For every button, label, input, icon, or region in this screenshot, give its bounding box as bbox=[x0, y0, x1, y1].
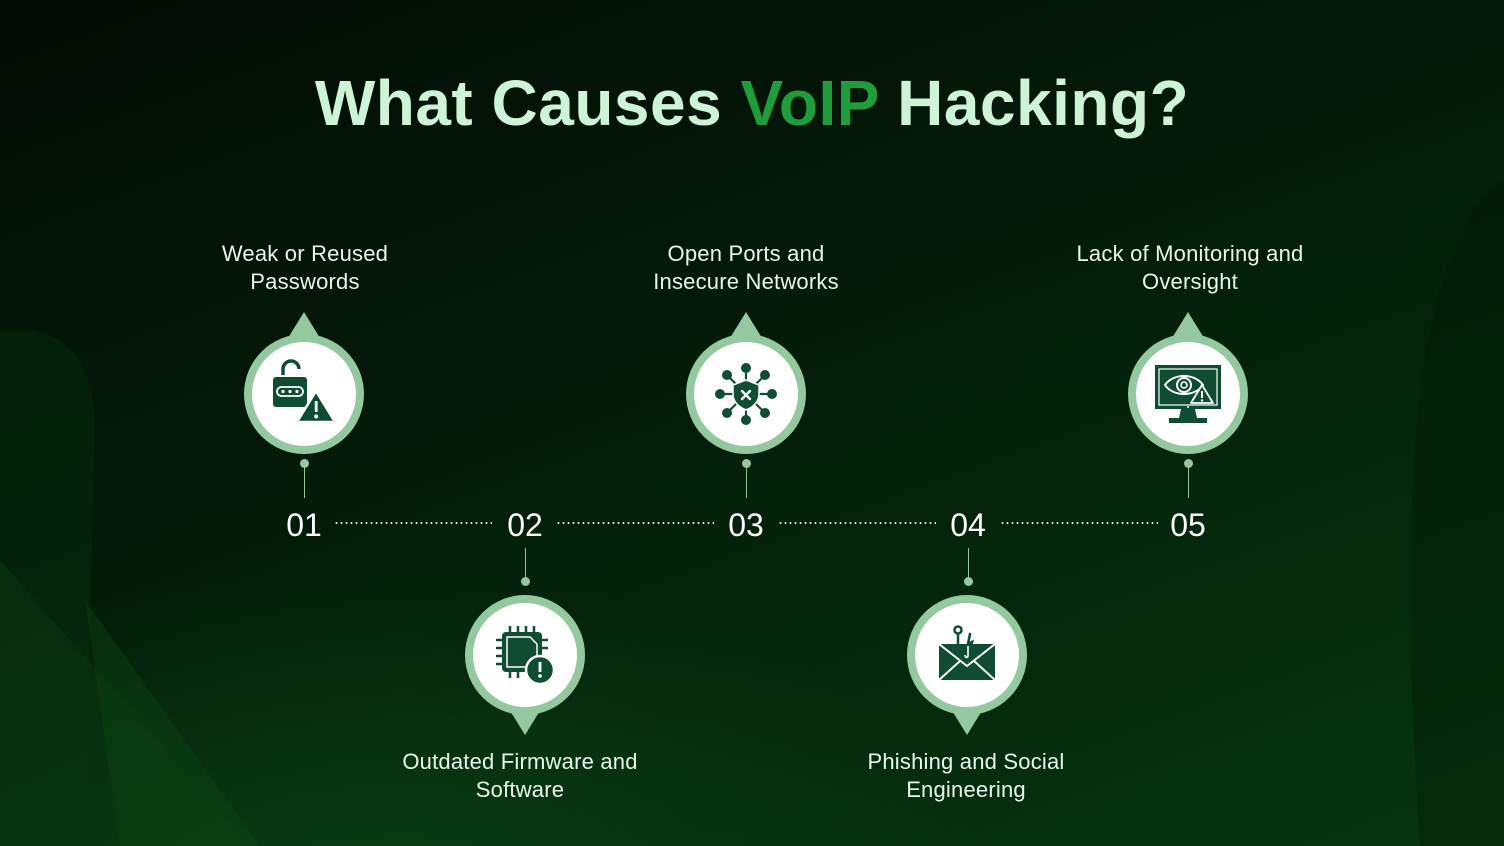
step-label-line: Phishing and Social bbox=[867, 749, 1065, 774]
step-label-line: Insecure Networks bbox=[653, 269, 839, 294]
step-label-2: Outdated Firmware and Software bbox=[370, 748, 670, 804]
pin-icon-circle bbox=[915, 603, 1019, 707]
connector-dot bbox=[741, 459, 751, 468]
connector-dot bbox=[299, 459, 309, 468]
step-number-4: 04 bbox=[950, 507, 986, 543]
network-shield-x-icon bbox=[715, 363, 777, 425]
connector-line bbox=[967, 548, 969, 580]
timeline-dotted-line bbox=[778, 522, 936, 524]
phishing-hook-envelope-icon bbox=[938, 625, 996, 681]
pin-pointer bbox=[509, 709, 541, 735]
pin-icon-circle bbox=[694, 342, 798, 446]
step-number-1: 01 bbox=[286, 507, 322, 543]
unlocked-padlock-password-warning-icon bbox=[273, 359, 337, 424]
pin-icon-circle bbox=[473, 603, 577, 707]
step-label-line: Outdated Firmware and bbox=[402, 749, 638, 774]
timeline-dotted-line bbox=[1000, 522, 1158, 524]
step-label-line: Oversight bbox=[1142, 269, 1238, 294]
connector-dot bbox=[1183, 459, 1193, 468]
title-prefix: What Causes bbox=[314, 67, 741, 139]
step-label-line: Software bbox=[475, 777, 565, 802]
connector-dot bbox=[520, 577, 530, 586]
timeline-dotted-line bbox=[556, 522, 714, 524]
pin-icon-circle bbox=[1136, 342, 1240, 446]
step-number-2: 02 bbox=[507, 507, 543, 543]
connector-line bbox=[1187, 464, 1189, 498]
title-suffix: Hacking? bbox=[878, 67, 1190, 139]
step-label-line: Passwords bbox=[250, 269, 360, 294]
pin-pointer bbox=[730, 312, 762, 338]
title-accent: VoIP bbox=[740, 67, 879, 139]
page-title: What Causes VoIP Hacking? bbox=[0, 66, 1504, 140]
step-number-5: 05 bbox=[1170, 507, 1206, 543]
pin-icon-circle bbox=[252, 342, 356, 446]
step-label-4: Phishing and Social Engineering bbox=[816, 748, 1116, 804]
step-label-line: Open Ports and bbox=[667, 241, 825, 266]
step-label-5: Lack of Monitoring and Oversight bbox=[1040, 240, 1340, 296]
pin-pointer bbox=[951, 709, 983, 735]
monitor-eye-warning-icon bbox=[1155, 365, 1221, 423]
step-number-3: 03 bbox=[728, 507, 764, 543]
pin-pointer bbox=[1172, 312, 1204, 338]
step-label-3: Open Ports and Insecure Networks bbox=[596, 240, 896, 296]
chip-warning-icon bbox=[496, 626, 556, 686]
step-label-line: Engineering bbox=[906, 777, 1026, 802]
step-label-1: Weak or Reused Passwords bbox=[155, 240, 455, 296]
connector-line bbox=[524, 548, 526, 580]
connector-line bbox=[745, 464, 747, 498]
step-label-line: Lack of Monitoring and bbox=[1076, 241, 1304, 266]
pin-pointer bbox=[288, 312, 320, 338]
connector-dot bbox=[963, 577, 973, 586]
connector-line bbox=[303, 464, 305, 498]
timeline-dotted-line bbox=[334, 522, 492, 524]
step-label-line: Weak or Reused bbox=[221, 241, 389, 266]
